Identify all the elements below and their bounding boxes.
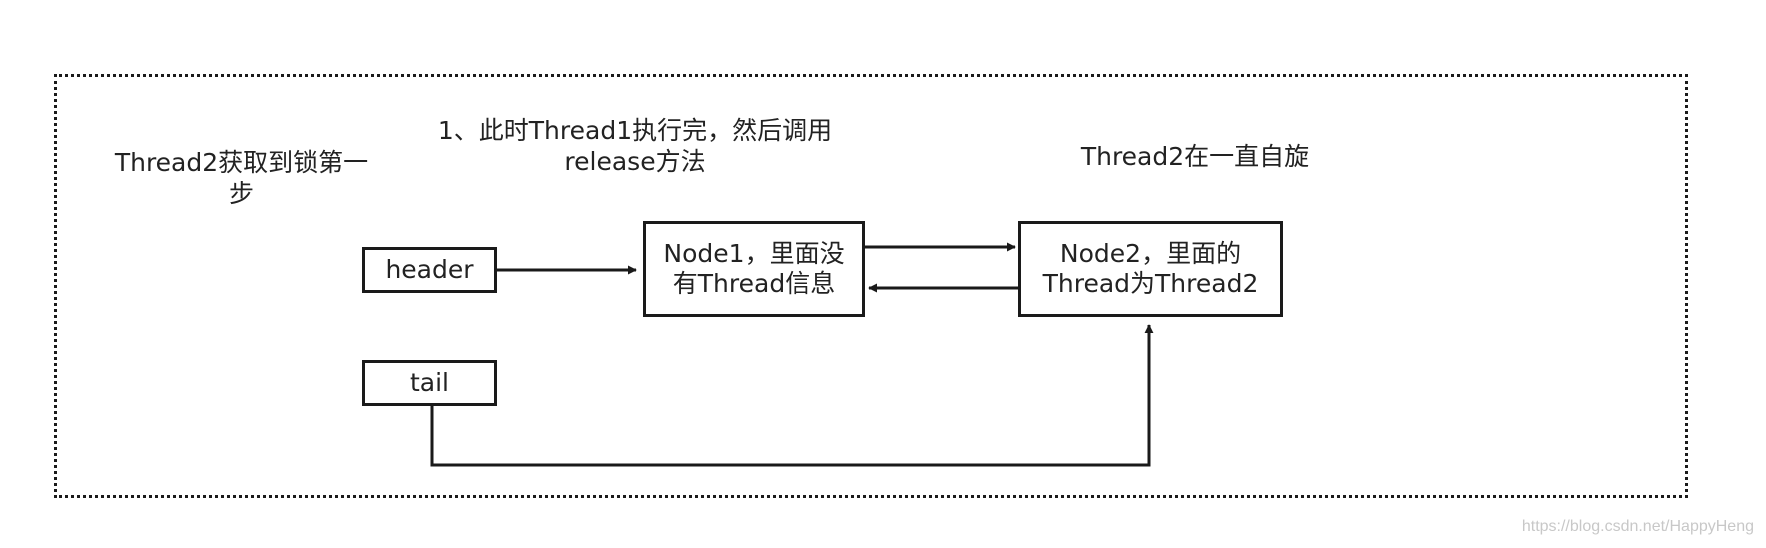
tail-node: tail xyxy=(362,360,497,406)
step-label: Thread2获取到锁第一步 xyxy=(114,148,369,208)
dotted-frame xyxy=(54,74,1688,498)
header-node-label: header xyxy=(385,255,474,284)
watermark: https://blog.csdn.net/HappyHeng xyxy=(1521,518,1754,535)
edge-tail-to-node2 xyxy=(430,324,1154,467)
release-note: 1、此时Thread1执行完，然后调用release方法 xyxy=(437,116,833,176)
node2: Node2，里面的Thread为Thread2 xyxy=(1018,221,1283,317)
spin-note: Thread2在一直自旋 xyxy=(1080,142,1310,171)
node1: Node1，里面没有Thread信息 xyxy=(643,221,865,317)
node2-label: Node2，里面的Thread为Thread2 xyxy=(1042,239,1259,298)
node1-label: Node1，里面没有Thread信息 xyxy=(663,239,845,298)
tail-node-label: tail xyxy=(409,368,449,397)
header-node: header xyxy=(362,247,497,293)
